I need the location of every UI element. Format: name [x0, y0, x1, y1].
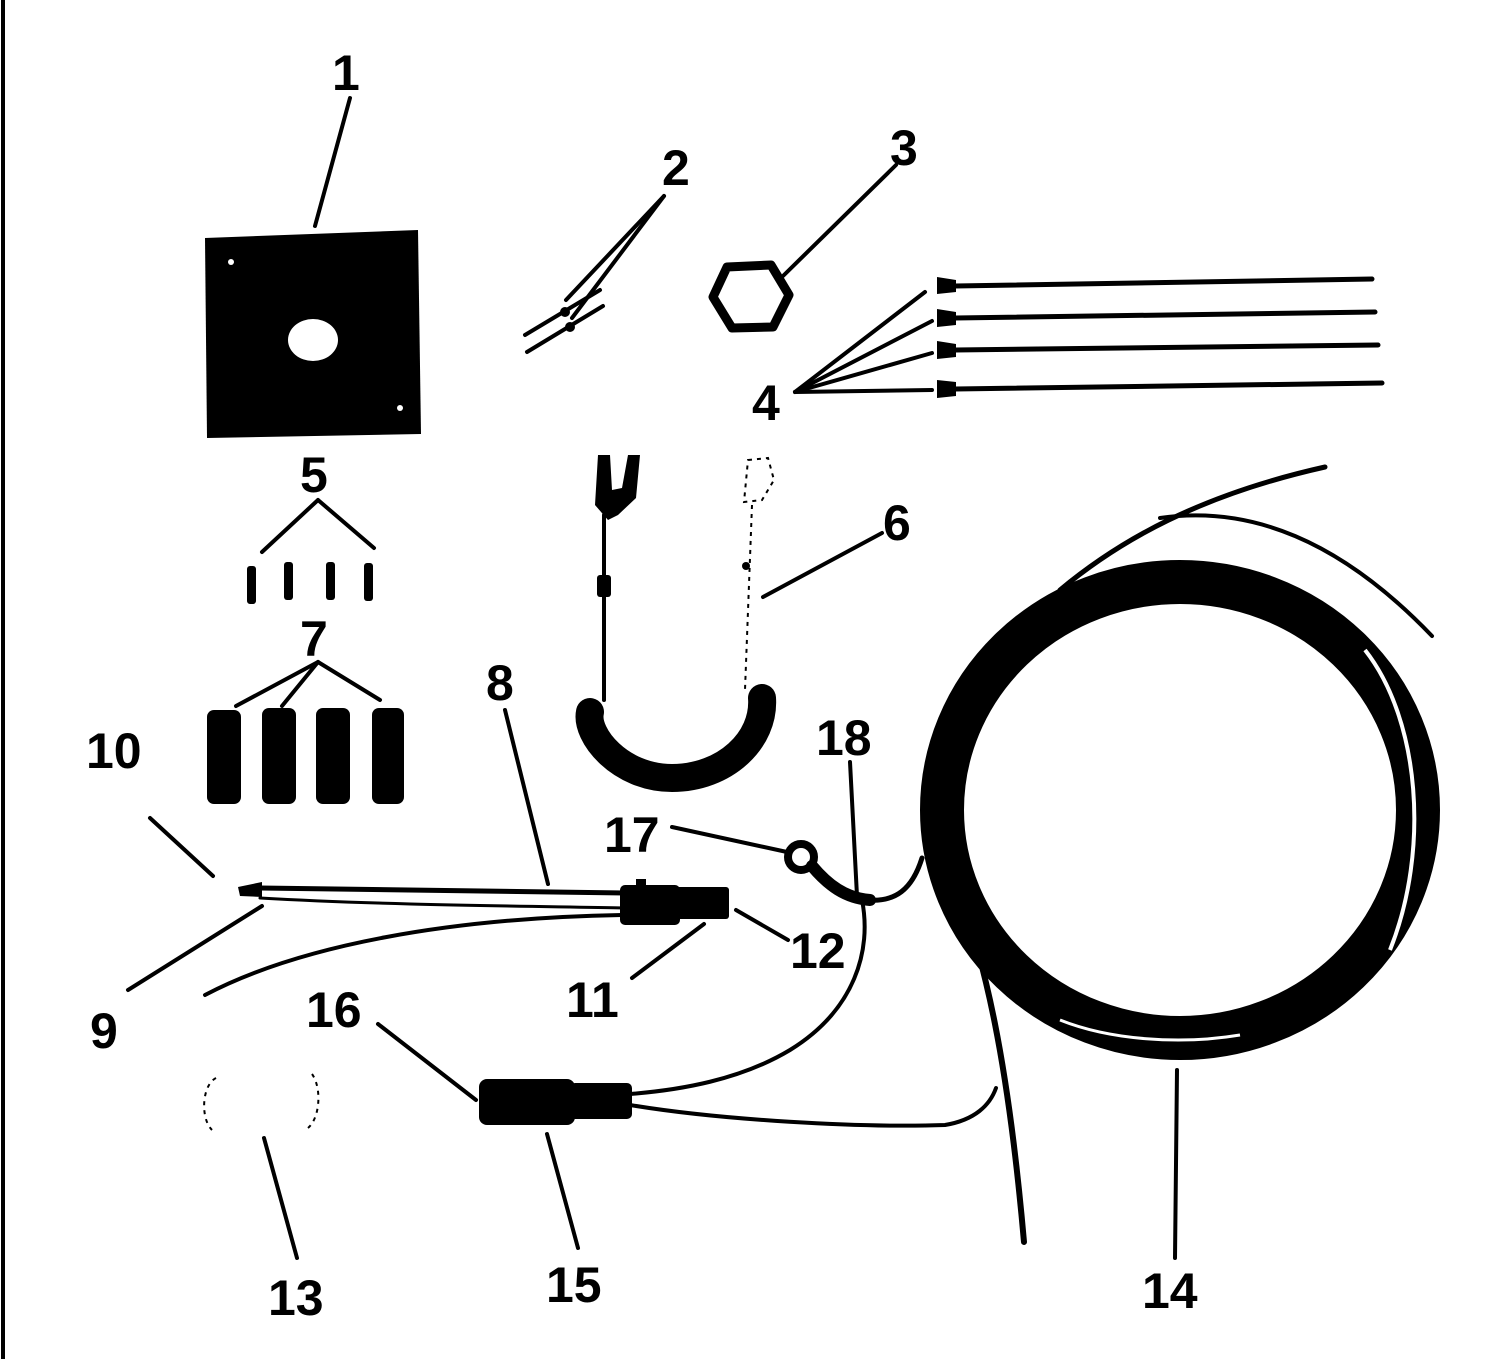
callout-17: 17 [604, 807, 660, 863]
callout-6: 6 [883, 495, 911, 551]
parts-17-18-ring-lead [628, 840, 925, 1096]
leader-4d [793, 388, 934, 394]
callout-16: 16 [306, 982, 362, 1038]
leader-16 [376, 1022, 478, 1102]
leader-12 [734, 908, 790, 942]
part-14-coiled-cable [920, 464, 1440, 1245]
leader-13 [262, 1136, 299, 1260]
leader-7b [280, 660, 320, 708]
callout-3: 3 [890, 120, 918, 176]
leader-2b [570, 194, 666, 320]
part-5-terminals [247, 562, 373, 604]
callout-11: 11 [566, 972, 619, 1028]
parts-8-12-connector-lead [203, 879, 729, 997]
callout-12: 12 [790, 923, 846, 979]
callout-2: 2 [662, 140, 690, 196]
callout-1: 1 [332, 45, 360, 101]
callout-13: 13 [268, 1270, 324, 1326]
callout-14: 14 [1142, 1263, 1198, 1319]
leader-18 [848, 760, 859, 898]
leader-17 [670, 825, 789, 854]
leader-15 [545, 1132, 580, 1250]
part-13-clips [203, 1073, 320, 1131]
leader-5a [260, 498, 320, 554]
callout-8: 8 [486, 655, 514, 711]
leader-8 [503, 708, 550, 886]
leader-14 [1173, 1068, 1179, 1260]
leader-6 [761, 531, 884, 599]
callout-5: 5 [300, 447, 328, 503]
part-4-wire-leads [937, 276, 1385, 398]
leader-7a [234, 660, 320, 708]
leader-2 [564, 194, 666, 302]
leader-4c [793, 351, 934, 394]
part-7-sleeves [207, 708, 404, 804]
leader-1 [313, 96, 352, 228]
part-3-hex-nut [708, 260, 794, 333]
leader-5b [316, 498, 376, 550]
part-1-square-pad [205, 230, 421, 438]
callout-4: 4 [752, 375, 780, 431]
leader-9 [126, 904, 264, 992]
leader-10 [148, 816, 215, 878]
parts-15-16-plug [479, 1079, 998, 1128]
callout-9: 9 [90, 1003, 118, 1059]
part-2-pins [523, 288, 605, 354]
callout-15: 15 [546, 1257, 602, 1313]
leader-11 [630, 922, 706, 980]
callout-18: 18 [816, 710, 872, 766]
leader-3 [781, 163, 898, 278]
leader-4b [793, 319, 934, 394]
callout-7: 7 [300, 611, 328, 667]
callout-10: 10 [86, 723, 142, 779]
part-6-coiled-lanyard [575, 455, 777, 793]
leader-4a [793, 290, 927, 394]
leader-7c [316, 660, 382, 702]
